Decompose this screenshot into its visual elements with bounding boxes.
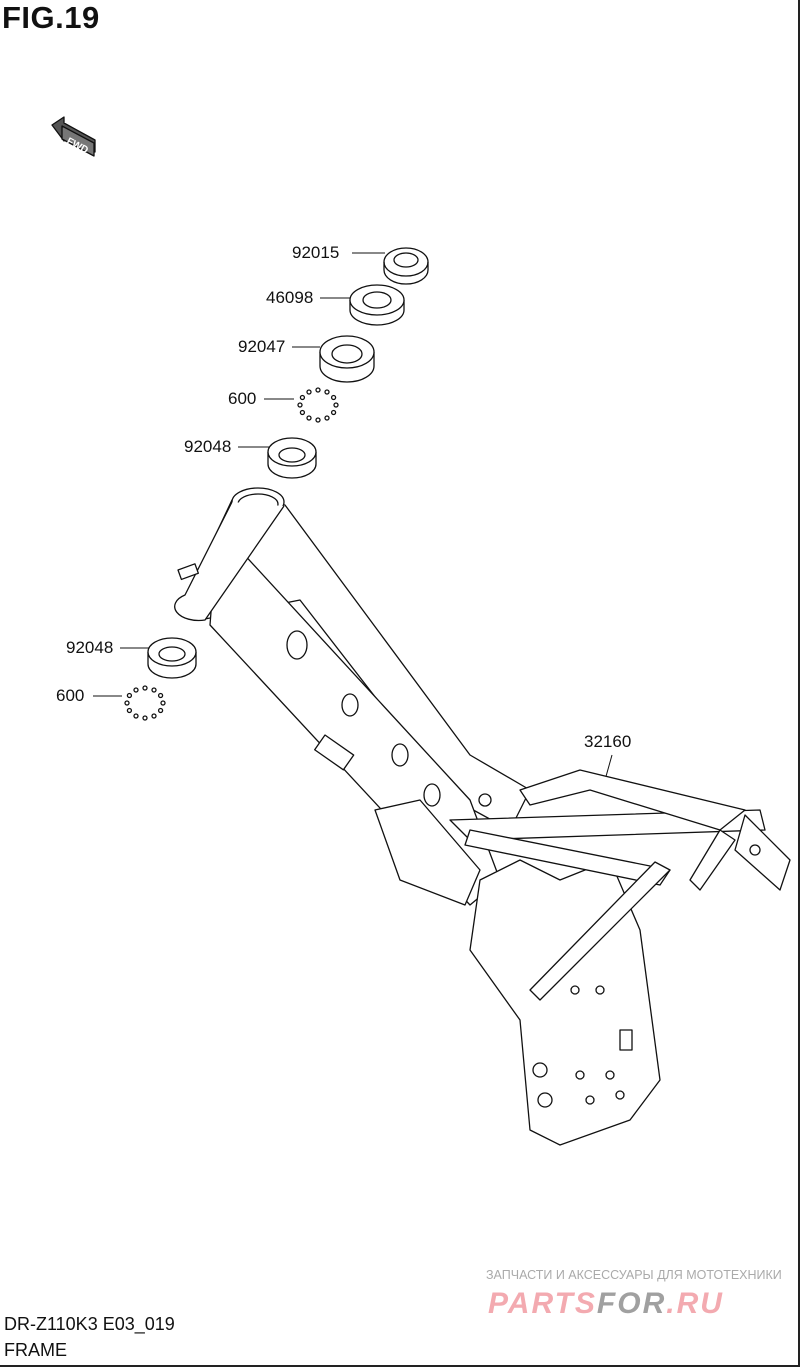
steel-ball: [306, 415, 312, 421]
part-46098-spacer: [349, 284, 405, 326]
steel-ball: [133, 713, 139, 719]
steel-ball: [330, 409, 337, 416]
steel-ball: [151, 713, 157, 719]
watermark-tagline: ЗАПЧАСТИ И АКСЕССУАРЫ ДЛЯ МОТОТЕХНИКИ: [486, 1268, 782, 1282]
steel-ball: [133, 687, 139, 693]
steel-ball: [126, 692, 133, 699]
steel-ball: [126, 707, 133, 714]
steel-ball: [157, 707, 164, 714]
part-92048-bearing-race-lower: [147, 637, 197, 679]
steel-ball: [324, 389, 330, 395]
part-label-92015[interactable]: 92015: [292, 243, 340, 262]
part-label-92047[interactable]: 92047: [238, 337, 286, 356]
part-600-steel-balls-lower: [124, 685, 166, 721]
steel-ball: [330, 394, 337, 401]
figure-title: FIG.19: [2, 0, 100, 35]
part-label-600-lower[interactable]: 600: [56, 686, 85, 705]
model-code: DR-Z110K3 E03_019: [4, 1314, 175, 1334]
steel-ball: [299, 409, 306, 416]
steel-ball: [315, 417, 321, 423]
watermark-logo: PARTSFOR.RU: [488, 1288, 724, 1320]
part-label-46098[interactable]: 46098: [266, 288, 314, 307]
part-label-92048-lower[interactable]: 92048: [66, 638, 114, 657]
steel-ball: [160, 700, 166, 706]
steel-ball: [157, 692, 164, 699]
fwd-arrow-icon: FWD: [51, 116, 96, 157]
steel-ball: [315, 387, 321, 393]
steel-ball: [151, 687, 157, 693]
part-600-steel-balls: [297, 387, 339, 423]
part-32160-frame: [174, 487, 791, 1146]
section-title: FRAME: [4, 1340, 67, 1360]
part-label-600-upper[interactable]: 600: [228, 389, 257, 408]
steel-ball: [306, 389, 312, 395]
steel-ball: [142, 685, 148, 691]
part-92047-bearing: [319, 335, 375, 383]
watermark-brand-a: PARTS: [488, 1287, 597, 1320]
steel-ball: [324, 415, 330, 421]
part-92015-nut: [383, 247, 429, 285]
part-92048-bearing-race-upper: [267, 437, 317, 479]
steel-ball: [333, 402, 339, 408]
steel-ball: [297, 402, 303, 408]
watermark-brand-c: .RU: [666, 1287, 724, 1320]
part-label-32160[interactable]: 32160: [584, 732, 632, 751]
watermark-brand-b: FOR: [596, 1287, 667, 1320]
steel-ball: [124, 700, 130, 706]
steel-ball: [142, 715, 148, 721]
part-label-92048-upper[interactable]: 92048: [184, 437, 232, 456]
steel-ball: [299, 394, 306, 401]
